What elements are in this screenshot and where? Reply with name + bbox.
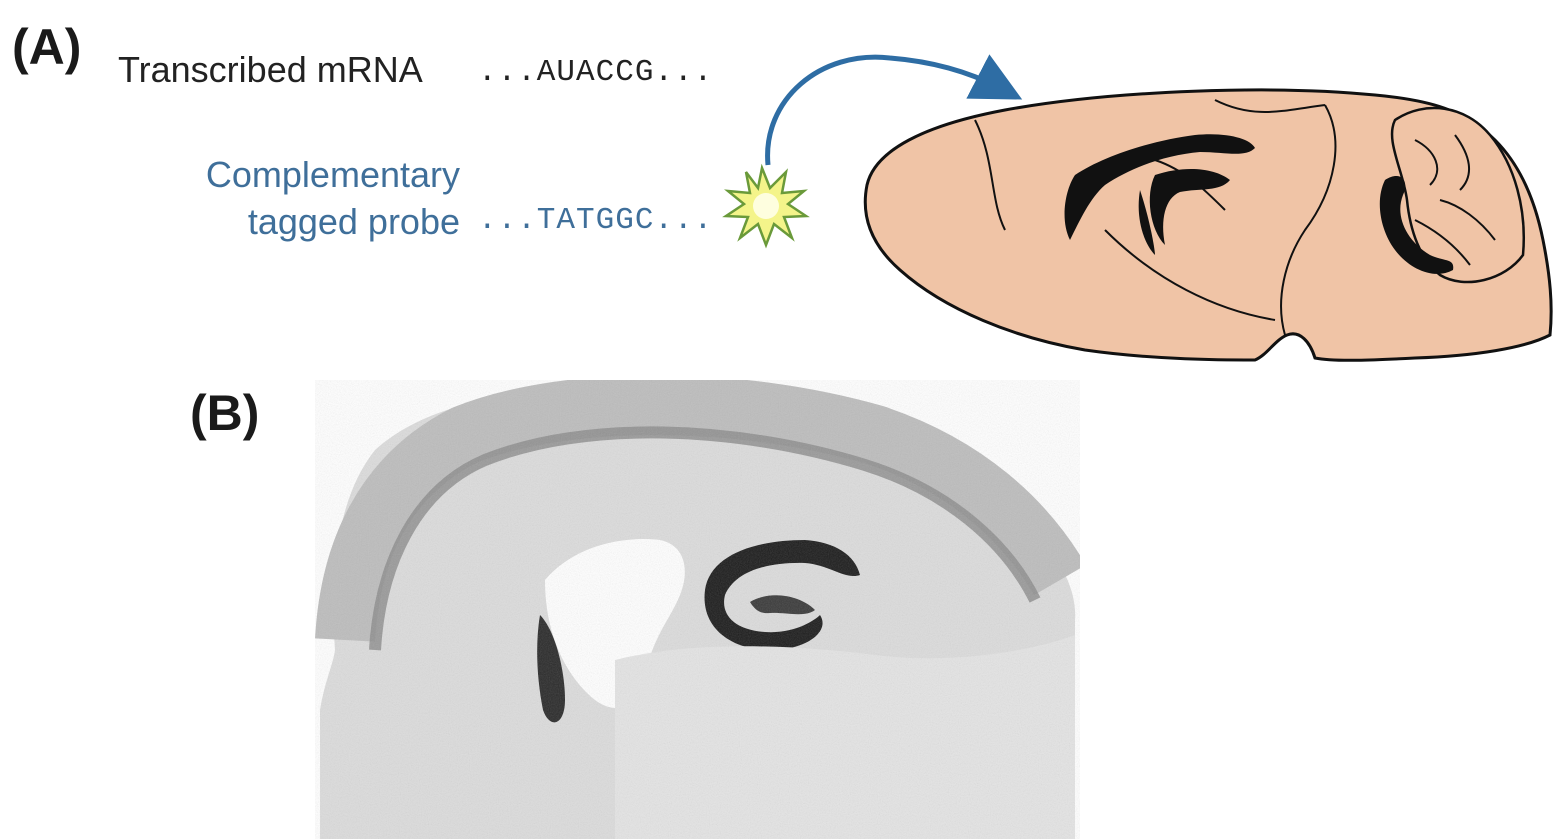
panel-a-label: (A) [12, 22, 81, 72]
panel-b-label: (B) [190, 388, 259, 438]
probe-label-line2: tagged probe [175, 200, 460, 243]
mrna-label: Transcribed mRNA [118, 48, 423, 91]
in-situ-brain-section-image [315, 380, 1080, 839]
sagittal-brain-illustration [855, 80, 1553, 370]
probe-sequence: ...TATGGC... [478, 203, 713, 238]
probe-label-line1: Complementary [175, 153, 460, 196]
mrna-sequence: ...AUACCG... [478, 55, 713, 90]
